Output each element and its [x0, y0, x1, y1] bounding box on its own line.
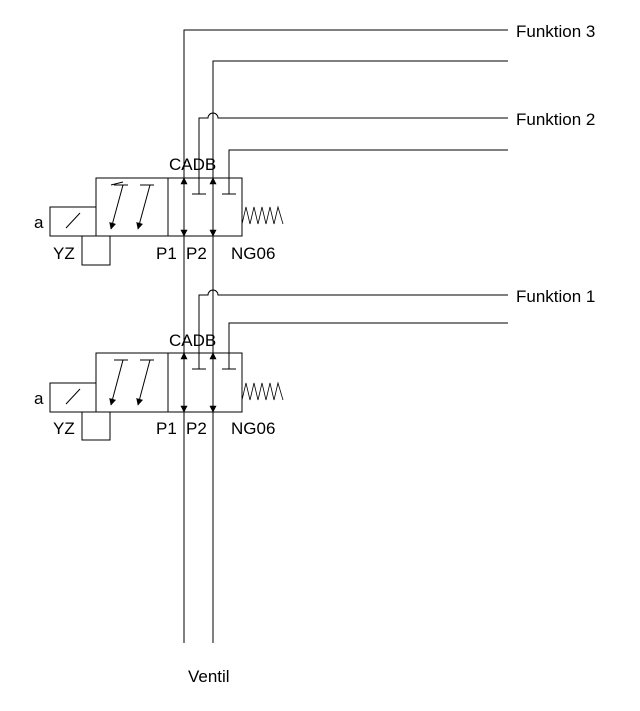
- function-2-line: [198, 112, 508, 178]
- valve-lower-size: NG06: [231, 419, 275, 438]
- solenoid-lower-code: YZ: [53, 419, 75, 438]
- solenoid-upper-code: YZ: [53, 244, 75, 263]
- supply-line-p2: [212, 60, 508, 643]
- valve-lower-body: [95, 352, 243, 413]
- valve-upper: a YZ CADB P1 P2 NG06: [34, 155, 284, 266]
- solenoid-upper-label: a: [34, 213, 44, 232]
- function-3-label: Funktion 3: [516, 22, 595, 41]
- valve-lower-port-p2: P2: [186, 419, 207, 438]
- valve-upper-ports-top: CADB: [169, 155, 216, 174]
- valve-lower-ports-top: CADB: [169, 331, 216, 350]
- spring-upper-icon: [241, 205, 284, 225]
- function-2-label: Funktion 2: [516, 110, 595, 129]
- function-1-label: Funktion 1: [516, 287, 595, 306]
- function-2-return-line: [228, 149, 508, 178]
- valve-lower: a YZ CADB P1 P2 NG06: [34, 331, 284, 441]
- valve-upper-port-p2: P2: [186, 244, 207, 263]
- valve-upper-size: NG06: [231, 244, 275, 263]
- function-1-line: [198, 289, 508, 353]
- solenoid-upper: [49, 206, 97, 237]
- spring-lower-icon: [241, 381, 284, 401]
- solenoid-lower: [49, 382, 97, 413]
- supply-line-p1: [183, 29, 508, 643]
- function-1-return-line: [228, 322, 508, 353]
- valve-upper-port-p1: P1: [156, 244, 177, 263]
- valve-upper-body: [95, 177, 243, 237]
- ventil-label: Ventil: [188, 667, 230, 686]
- solenoid-lower-label: a: [34, 389, 44, 408]
- valve-lower-port-p1: P1: [156, 419, 177, 438]
